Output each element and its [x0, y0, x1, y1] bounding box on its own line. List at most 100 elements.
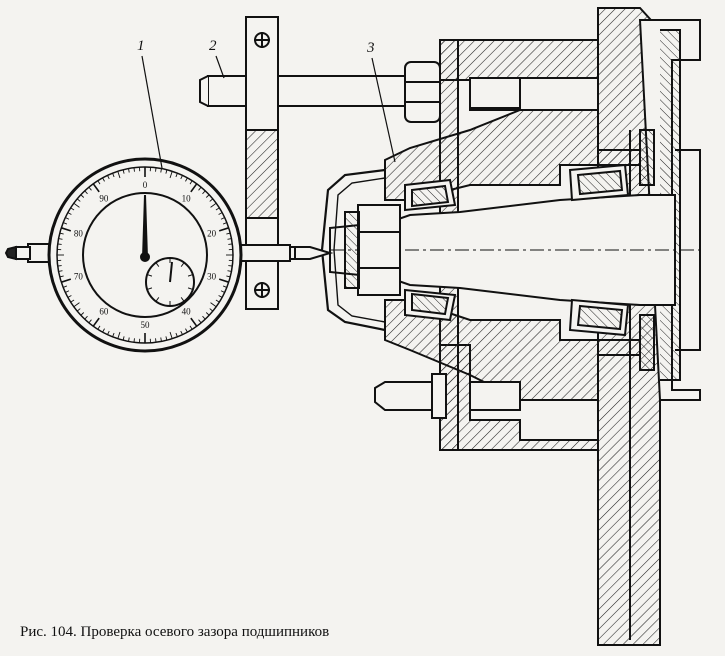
- dial-tick: [63, 222, 68, 225]
- dial-tick: [58, 238, 63, 240]
- dial-tick: [122, 169, 125, 174]
- revolution-counter-ticks: [147, 258, 193, 306]
- dial-scale-number: 80: [74, 228, 84, 238]
- dial-tick: [128, 168, 130, 173]
- dial-scale-number: 50: [141, 320, 151, 330]
- dial-tick: [185, 328, 188, 333]
- dial-tick: [220, 290, 225, 293]
- dial-tick: [67, 212, 72, 215]
- spindle-nut: [357, 204, 401, 296]
- dial-tick: [84, 315, 88, 320]
- dial-tick: [165, 336, 168, 341]
- dial-tick: [57, 243, 62, 245]
- wheel-bolt-bottom: [374, 373, 521, 419]
- dial-tick: [73, 302, 80, 308]
- dial-tick: [128, 337, 130, 342]
- revolution-counter-tick: [187, 287, 193, 290]
- dial-tick: [88, 186, 92, 191]
- dial-scale-number: 40: [182, 307, 192, 317]
- dial-tick: [209, 198, 214, 202]
- dial-tick: [97, 180, 101, 185]
- callout-1: 1: [137, 38, 163, 169]
- dial-tick: [76, 308, 81, 312]
- dial-tick: [61, 227, 72, 232]
- dial-tick: [185, 177, 188, 182]
- dial-tick: [189, 325, 193, 330]
- dial-tick: [112, 332, 115, 337]
- dial-tick: [218, 278, 229, 283]
- callout-2: 2: [209, 38, 225, 79]
- dial-tick: [61, 278, 72, 283]
- indicator-stem: [237, 244, 334, 262]
- dial-tick: [80, 312, 85, 316]
- dial-scale-number: 90: [99, 193, 109, 203]
- dial-tick: [198, 319, 202, 324]
- dial-tick: [59, 275, 64, 278]
- dial-tick: [107, 330, 110, 335]
- dial-tick: [202, 190, 206, 195]
- dial-tick: [198, 186, 202, 191]
- dial-tick: [190, 183, 198, 193]
- dial-tick: [70, 299, 75, 303]
- dial-tick: [160, 337, 162, 342]
- dial-needle: [142, 195, 148, 258]
- dial-tick: [70, 207, 75, 211]
- dial-tick: [102, 177, 105, 182]
- dial-tick: [122, 336, 125, 341]
- dial-tick: [80, 194, 85, 198]
- dial-tick: [215, 207, 220, 211]
- dial-tick: [65, 217, 70, 220]
- dial-tick: [218, 212, 223, 215]
- oil-seal-top: [639, 129, 655, 186]
- dial-tick: [107, 175, 110, 180]
- dial-tick: [92, 183, 100, 193]
- dial-ticks: [57, 167, 233, 343]
- revolution-counter-tick: [147, 274, 153, 277]
- hub-assembly: [320, 7, 701, 646]
- revolution-counter-tick: [147, 287, 153, 290]
- dial-scale-number: 30: [207, 272, 217, 282]
- svg-text:3: 3: [366, 40, 375, 56]
- dial-tick: [190, 317, 198, 327]
- dial-tick: [59, 232, 64, 235]
- dial-tick: [169, 331, 173, 339]
- revolution-counter-tick: [155, 262, 160, 267]
- dial-tick: [227, 270, 232, 272]
- dial-tick: [160, 168, 162, 173]
- dial-tick: [117, 171, 121, 179]
- hub-body-lower: [384, 299, 641, 401]
- inner-bearing: [568, 163, 630, 337]
- svg-text:2: 2: [209, 38, 217, 54]
- dial-tick: [210, 302, 217, 308]
- dial-tick: [102, 328, 105, 333]
- dial-tick: [222, 222, 227, 225]
- dial-scale-number: 10: [182, 193, 192, 203]
- dial-tick: [210, 202, 217, 208]
- oil-seal-bottom: [639, 314, 655, 371]
- dial-scale-number: 0: [143, 180, 148, 190]
- dial-tick: [65, 290, 70, 293]
- revolution-counter-tick: [180, 262, 185, 267]
- dial-tick: [175, 173, 178, 178]
- revolution-counter-needle: [169, 261, 173, 283]
- dial-tick: [133, 338, 135, 343]
- dial-tick: [209, 308, 214, 312]
- svg-text:1: 1: [137, 38, 145, 54]
- dial-knob: [4, 243, 51, 263]
- dial-scale-number: 60: [99, 307, 109, 317]
- needle-hub: [140, 252, 150, 262]
- dial-tick: [88, 319, 92, 324]
- dial-tick: [169, 171, 173, 179]
- dial-tick: [202, 315, 206, 320]
- dial-tick: [218, 295, 223, 298]
- dial-tick: [218, 227, 229, 232]
- dial-tick: [67, 295, 72, 298]
- dial-tick: [222, 285, 227, 288]
- dial-tick: [220, 217, 225, 220]
- revolution-counter-tick: [180, 297, 185, 302]
- dial-scale-number: 70: [74, 272, 84, 282]
